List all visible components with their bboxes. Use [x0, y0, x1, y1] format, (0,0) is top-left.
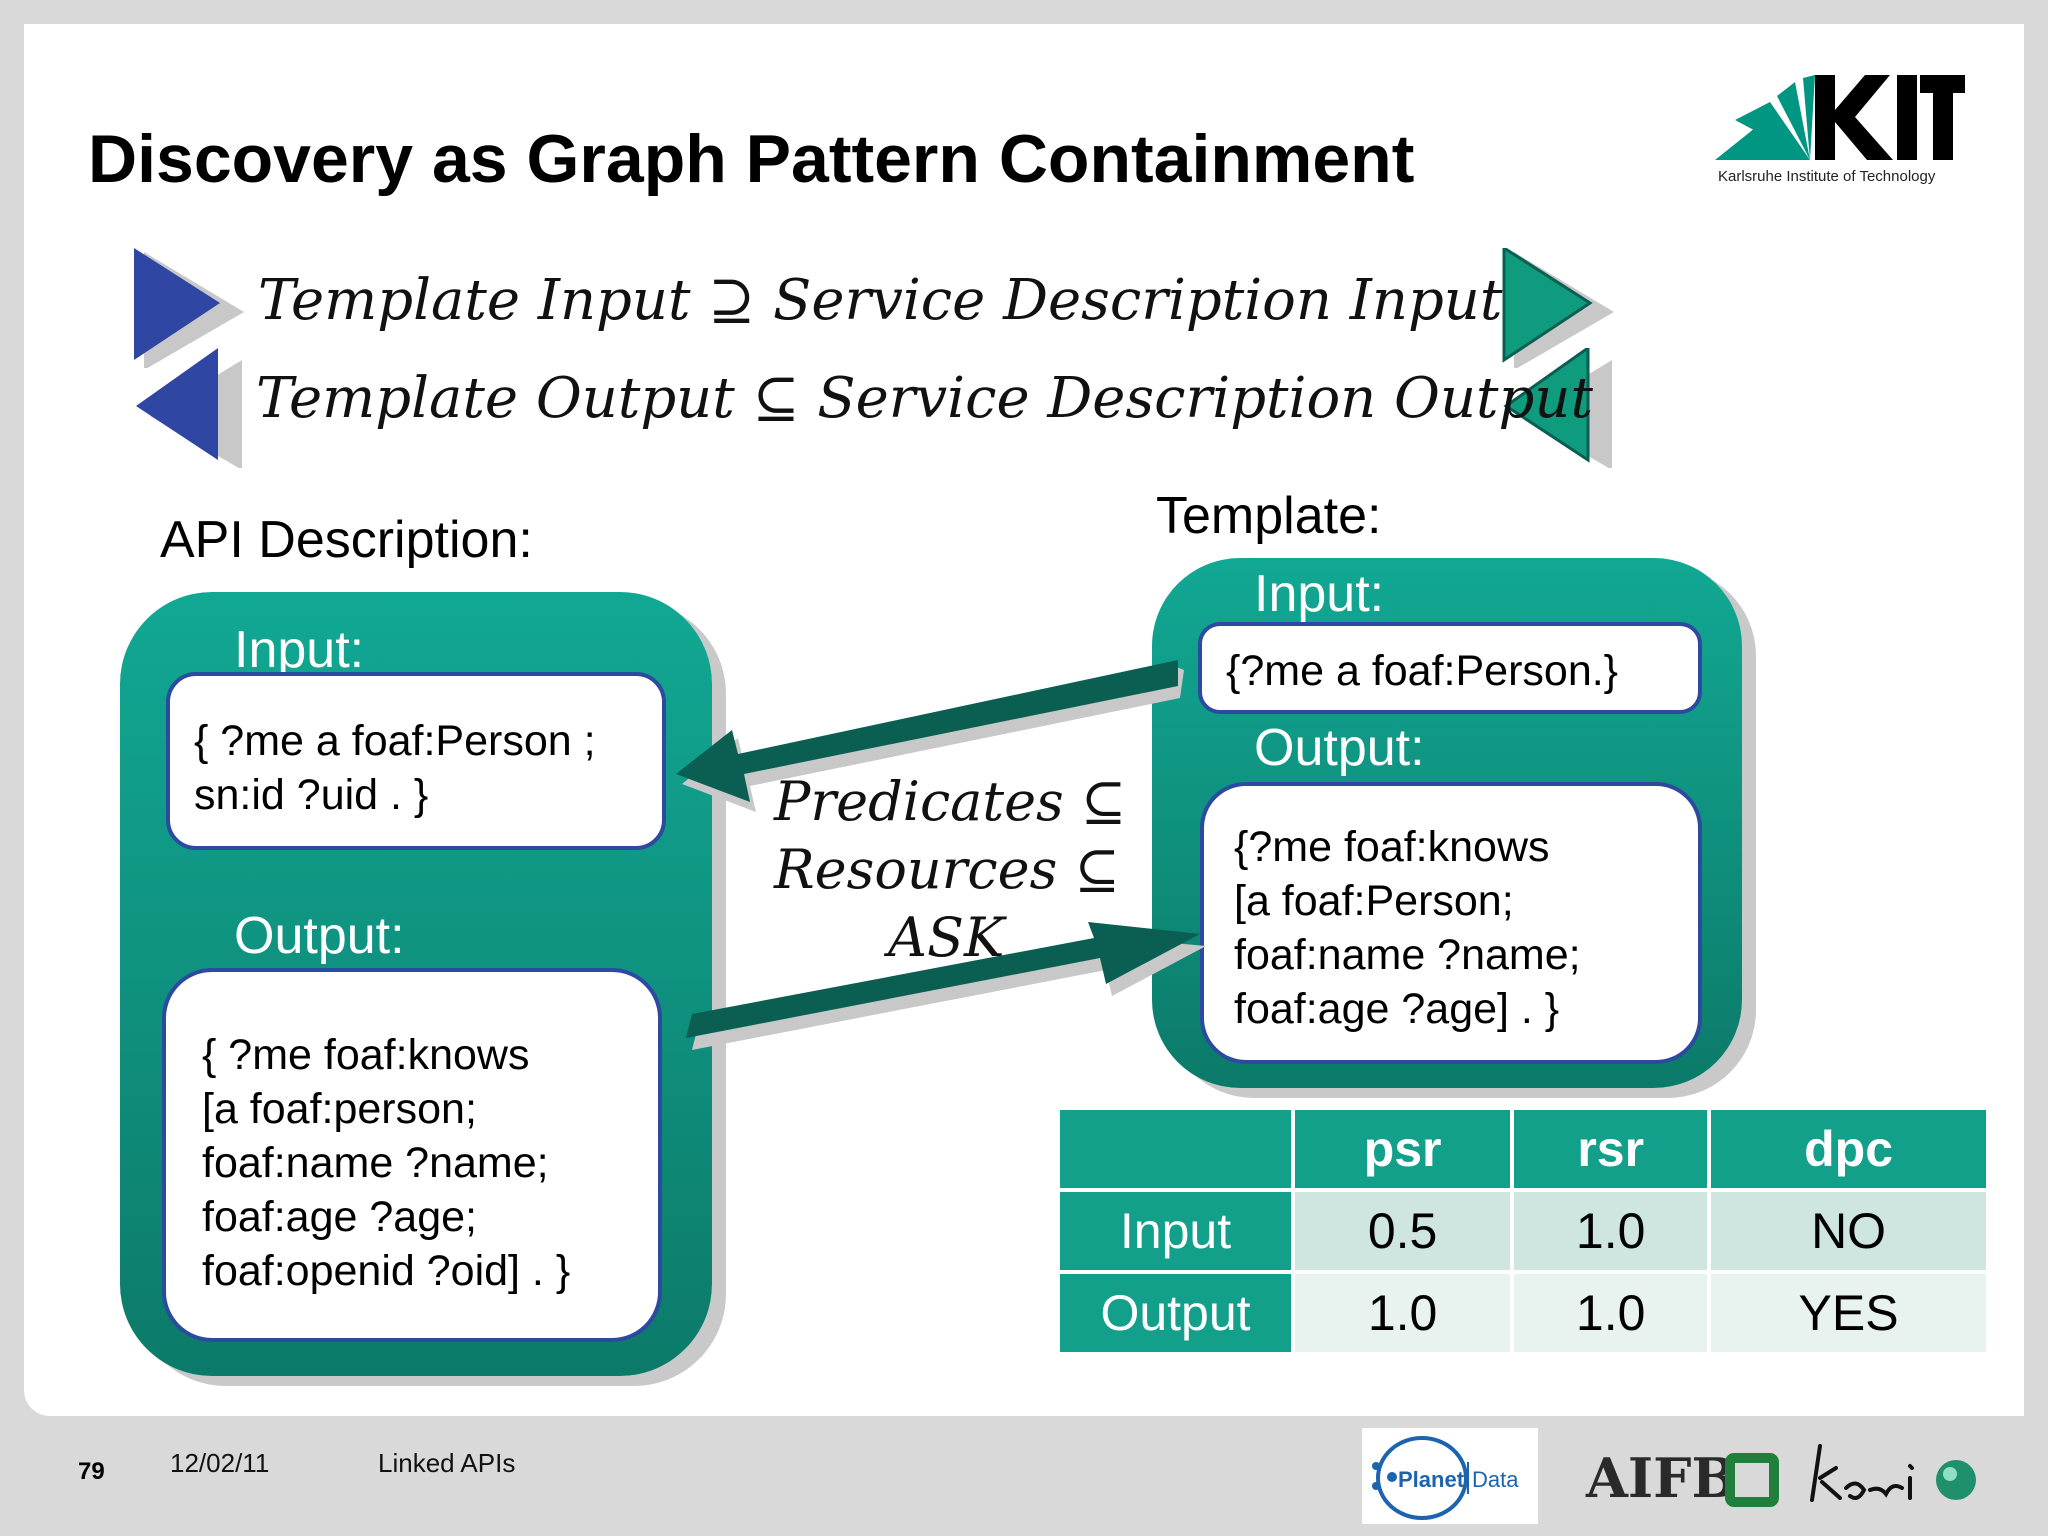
- green-right-triangle: [1502, 248, 1614, 368]
- arrow-to-template-output: [686, 922, 1206, 1050]
- code-line: foaf:age ?age] . }: [1234, 985, 1560, 1033]
- row-label: Output: [1056, 1270, 1295, 1356]
- blue-left-triangle: [136, 348, 242, 468]
- code-line: sn:id ?uid . }: [194, 771, 429, 819]
- footer-date: 12/02/11: [170, 1448, 270, 1478]
- template-output-label: Output:: [1254, 719, 1425, 777]
- footer-topic: Linked APIs: [378, 1448, 516, 1478]
- table-cell: 1.0: [1510, 1270, 1712, 1356]
- ask-label: ASK: [888, 906, 1005, 969]
- table-header-cell: dpc: [1707, 1106, 1990, 1192]
- code-line: foaf:name ?name;: [1234, 931, 1581, 979]
- api-input-pattern: { ?me a foaf:Person ; sn:id ?uid . }: [166, 672, 666, 850]
- ksri-logo: [1810, 1444, 1976, 1502]
- table-row: Output 1.0 1.0 YES: [1056, 1270, 1990, 1356]
- template-heading: Template:: [1156, 487, 1382, 545]
- blue-right-triangle: [134, 248, 244, 368]
- table-cell: YES: [1707, 1270, 1990, 1356]
- code-line: { ?me a foaf:Person ;: [194, 717, 596, 765]
- code-line: foaf:age ?age;: [202, 1193, 477, 1241]
- arrows-layer: [676, 660, 1206, 1050]
- code-line: [a foaf:person;: [202, 1085, 477, 1133]
- template-output-pattern: {?me foaf:knows [a foaf:Person; foaf:nam…: [1200, 782, 1702, 1064]
- formula-output-containment: Template Output ⊆ Service Description Ou…: [256, 366, 1593, 431]
- kit-logo: [1715, 75, 1965, 160]
- table-header-row: psr rsr dpc: [1056, 1106, 1990, 1192]
- kit-logo-letters: [1815, 75, 1965, 160]
- green-left-triangle: [1503, 348, 1612, 468]
- arrow-to-api-input: [676, 660, 1184, 812]
- table-cell: 0.5: [1290, 1188, 1515, 1274]
- api-input-label: Input:: [234, 621, 365, 679]
- api-description-heading: API Description:: [160, 511, 533, 569]
- svg-text:Data: Data: [1472, 1467, 1519, 1492]
- api-output-pattern: { ?me foaf:knows [a foaf:person; foaf:na…: [162, 968, 662, 1342]
- table-cell: 1.0: [1510, 1188, 1712, 1274]
- table-row: Input 0.5 1.0 NO: [1056, 1188, 1990, 1274]
- row-label: Input: [1056, 1188, 1295, 1274]
- aifb-logo-square: [1725, 1453, 1779, 1507]
- table-header-cell: [1056, 1106, 1295, 1192]
- formula-input-containment: Template Input ⊇ Service Description Inp…: [258, 268, 1503, 333]
- code-line: [a foaf:Person;: [1234, 877, 1514, 925]
- aifb-logo: AIFB: [1586, 1446, 1738, 1510]
- kit-logo-subtitle: Karlsruhe Institute of Technology: [1718, 168, 1936, 185]
- code-line: foaf:name ?name;: [202, 1139, 549, 1187]
- svg-text:Planet: Planet: [1398, 1467, 1465, 1492]
- table-header-cell: psr: [1290, 1106, 1515, 1192]
- code-line: { ?me foaf:knows: [202, 1031, 530, 1079]
- table-cell: NO: [1707, 1188, 1990, 1274]
- template-input-pattern: {?me a foaf:Person.}: [1198, 622, 1702, 714]
- template-input-label: Input:: [1254, 565, 1385, 623]
- code-line: {?me a foaf:Person.}: [1226, 647, 1619, 695]
- code-line: foaf:openid ?oid] . }: [202, 1247, 571, 1295]
- resources-containment: Resources ⊆: [774, 838, 1120, 901]
- table-cell: 1.0: [1290, 1270, 1515, 1356]
- page-number: 79: [78, 1458, 105, 1485]
- slide-title: Discovery as Graph Pattern Containment: [88, 121, 1415, 197]
- planet-data-logo: Planet Data: [1362, 1428, 1538, 1524]
- predicates-containment: Predicates ⊆: [774, 770, 1127, 833]
- kit-logo-fan: [1715, 75, 1815, 160]
- table-header-cell: rsr: [1510, 1106, 1712, 1192]
- similarity-table: psr rsr dpc Input 0.5 1.0 NO Output 1.0 …: [1056, 1106, 1990, 1356]
- api-output-label: Output:: [234, 907, 405, 965]
- code-line: {?me foaf:knows: [1234, 823, 1550, 871]
